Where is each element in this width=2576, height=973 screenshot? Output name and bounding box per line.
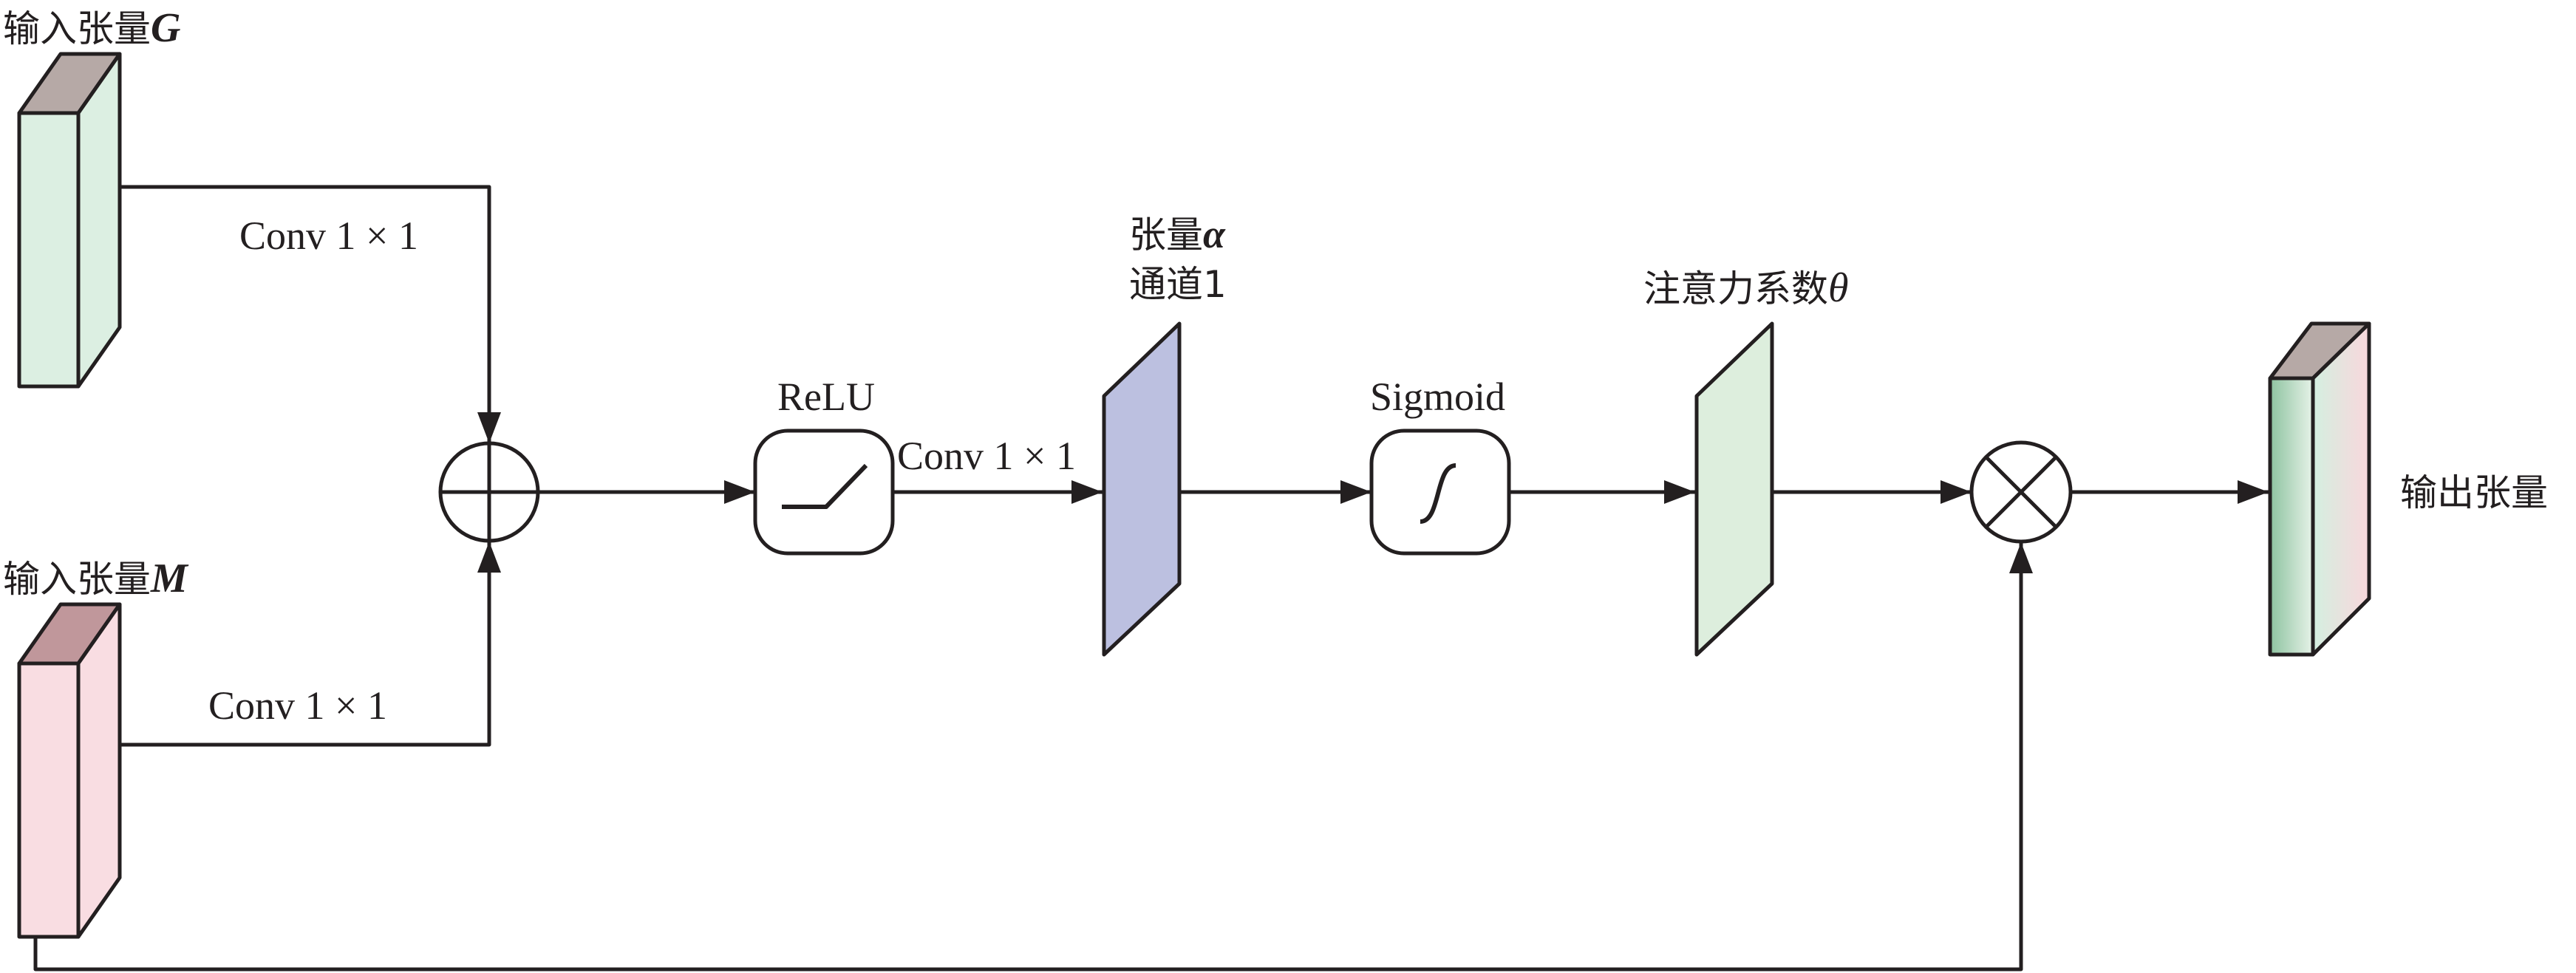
conv-g-label: Conv 1 × 1: [239, 214, 418, 258]
tensor-alpha-label: 张量α: [1129, 212, 1225, 256]
tensor-alpha-channel-label: 通道1: [1129, 263, 1227, 306]
sigmoid-label: Sigmoid: [1370, 375, 1506, 419]
relu-curve-icon: [782, 463, 868, 509]
sigmoid-block: [1369, 429, 1511, 556]
relu-label: ReLU: [777, 375, 875, 419]
conv-after-relu-label: Conv 1 × 1: [897, 434, 1076, 478]
connector-m-to-add: [120, 542, 501, 747]
attention-theta-plane: [1694, 321, 1774, 657]
add-operator: [438, 441, 540, 543]
multiply-operator: [1969, 440, 2073, 544]
output-tensor: [2268, 321, 2371, 657]
conv-m-label: Conv 1 × 1: [208, 683, 387, 728]
input-m-label: 输入张量M: [3, 556, 188, 601]
input-tensor-m: [17, 602, 122, 939]
attention-label: 注意力系数θ: [1643, 265, 1849, 311]
relu-block: [753, 429, 895, 556]
connector-m-skip-to-multiply: [33, 542, 2033, 972]
input-tensor-g: [17, 52, 122, 389]
tensor-alpha-plane: [1102, 321, 1182, 657]
sigmoid-curve-icon: [1420, 463, 1456, 524]
output-label: 输出张量: [2400, 471, 2548, 514]
input-g-label: 输入张量G: [3, 5, 181, 51]
connector-g-to-add: [120, 185, 501, 443]
